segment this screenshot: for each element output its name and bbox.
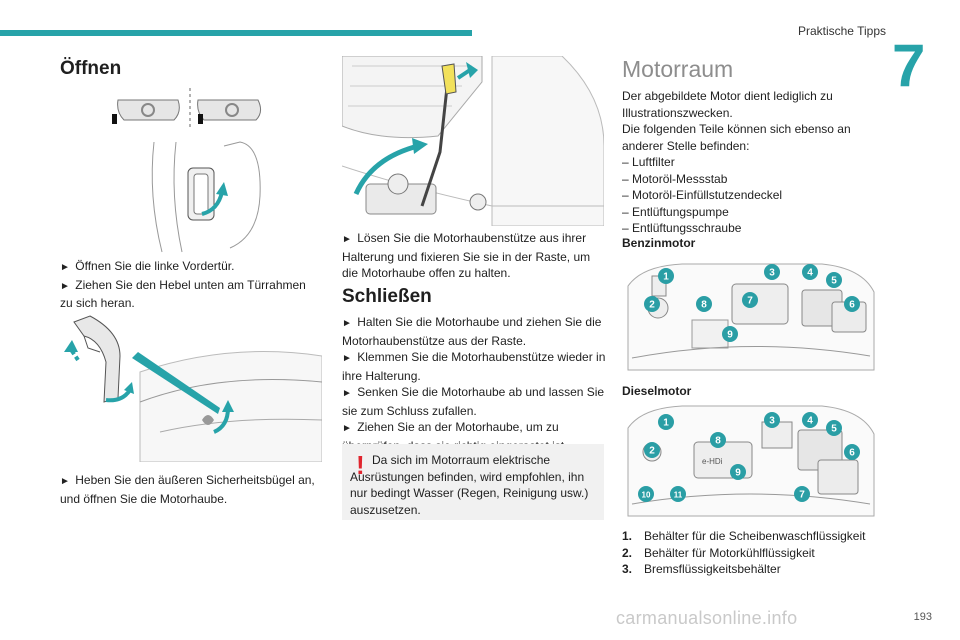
step-item: ► Ziehen Sie den Hebel unten am Türrahme… bbox=[60, 277, 306, 311]
callout-number: 10 bbox=[642, 491, 651, 500]
engine-badge-label: e-HDi bbox=[702, 457, 723, 466]
callout-marker bbox=[742, 292, 758, 308]
caution-box: ! Da sich im Motorraum elektrische Ausrü… bbox=[342, 444, 604, 520]
intro-text: Die folgenden Teile können sich ebenso a… bbox=[622, 122, 851, 153]
triangle-bullet-icon: ► bbox=[342, 423, 352, 434]
step-item: ► Lösen Sie die Motorhaubenstütze aus ih… bbox=[342, 231, 591, 280]
figure-hood-prop-rod bbox=[342, 56, 604, 226]
callout-marker bbox=[802, 412, 818, 428]
triangle-bullet-icon: ► bbox=[342, 353, 352, 364]
triangle-bullet-icon: ► bbox=[342, 388, 352, 399]
steering-wheel-icon bbox=[112, 99, 180, 124]
step-item: ► Heben Sie den äußeren Sicherheitsbügel… bbox=[60, 473, 315, 506]
step-item: ► Öffnen Sie die linke Vordertür. bbox=[60, 259, 235, 273]
callout-marker bbox=[826, 272, 842, 288]
step-item: ► Klemmen Sie die Motorhaubenstütze wied… bbox=[342, 350, 606, 383]
figure-interior-lever bbox=[90, 86, 310, 254]
figure-diesel-engine: e-HDi 1 2 3 4 5 6 7 8 9 10 11 bbox=[622, 404, 878, 522]
heading-engine-compartment: Motorraum bbox=[622, 56, 734, 82]
callout-marker bbox=[764, 264, 780, 280]
callout-marker bbox=[638, 486, 654, 502]
callout-number: 8 bbox=[701, 300, 707, 311]
callout-number: 1 bbox=[663, 272, 669, 283]
step-item: ► Halten Sie die Motorhaube und ziehen S… bbox=[342, 315, 602, 348]
callout-marker bbox=[764, 412, 780, 428]
callout-number: 6 bbox=[849, 300, 855, 311]
callout-number: 9 bbox=[735, 468, 741, 479]
callout-marker bbox=[730, 464, 746, 480]
warning-exclamation-icon: ! bbox=[356, 450, 365, 480]
legend-item: 1.Behälter für die Scheibenwaschflüssigk… bbox=[622, 529, 866, 543]
heading-closing: Schließen bbox=[342, 286, 432, 307]
triangle-bullet-icon: ► bbox=[342, 318, 352, 329]
caution-text: Da sich im Motorraum elektrische Ausrüst… bbox=[350, 453, 589, 517]
triangle-bullet-icon: ► bbox=[60, 476, 70, 487]
callout-marker bbox=[844, 296, 860, 312]
callout-number: 5 bbox=[831, 276, 837, 287]
callout-number: 9 bbox=[727, 330, 733, 341]
figure-hood-safety-catch bbox=[60, 312, 322, 462]
callout-number: 4 bbox=[807, 268, 813, 279]
triangle-bullet-icon: ► bbox=[342, 234, 352, 245]
step-item: ► Senken Sie die Motorhaube ab und lasse… bbox=[342, 385, 605, 418]
swing-arrow-icon bbox=[353, 143, 419, 196]
triangle-bullet-icon: ► bbox=[60, 262, 70, 273]
callout-number: 2 bbox=[649, 300, 655, 311]
legend-item: 2.Behälter für Motorkühlflüssigkeit bbox=[622, 545, 815, 560]
callout-marker bbox=[794, 486, 810, 502]
callout-number: 11 bbox=[674, 491, 683, 500]
list-item: – Motoröl-Einfüllstutzendeckel bbox=[622, 188, 783, 202]
list-item: – Luftfilter bbox=[622, 155, 675, 169]
page-number: 193 bbox=[913, 611, 932, 623]
callout-marker bbox=[710, 432, 726, 448]
callout-number: 1 bbox=[663, 418, 669, 429]
chapter-number: 7 bbox=[892, 32, 926, 99]
callout-marker bbox=[670, 486, 686, 502]
release-arrow-icon bbox=[456, 68, 472, 80]
watermark: carmanualsonline.info bbox=[616, 608, 798, 628]
callout-number: 8 bbox=[715, 436, 721, 447]
callout-number: 3 bbox=[769, 416, 775, 427]
intro-text: Der abgebildete Motor dient lediglich zu… bbox=[622, 89, 833, 120]
callout-number: 5 bbox=[831, 424, 837, 435]
legend-item: 3.Bremsflüssigkeitsbehälter bbox=[622, 562, 781, 576]
petrol-engine-heading: Benzinmotor bbox=[622, 236, 696, 250]
callout-marker bbox=[644, 442, 660, 458]
callout-marker bbox=[722, 326, 738, 342]
callout-number: 3 bbox=[769, 268, 775, 279]
lion-logo-icon bbox=[202, 415, 214, 425]
callout-number: 7 bbox=[747, 296, 753, 307]
list-item: – Entlüftungsschraube bbox=[622, 221, 742, 235]
callout-marker bbox=[658, 414, 674, 430]
list-item: – Motoröl-Messstab bbox=[622, 171, 728, 186]
callout-number: 6 bbox=[849, 448, 855, 459]
callout-number: 2 bbox=[649, 446, 655, 457]
section-title: Praktische Tipps bbox=[797, 24, 886, 38]
callout-marker bbox=[826, 420, 842, 436]
callout-marker bbox=[644, 296, 660, 312]
callout-marker bbox=[802, 264, 818, 280]
callout-number: 7 bbox=[799, 490, 805, 501]
list-item: – Entlüftungspumpe bbox=[622, 204, 729, 219]
figure-petrol-engine: 1 2 3 4 5 6 7 8 9 bbox=[622, 262, 878, 376]
callout-marker bbox=[844, 444, 860, 460]
heading-opening: Öffnen bbox=[60, 58, 122, 79]
diesel-engine-heading: Dieselmotor bbox=[622, 384, 692, 398]
callout-marker bbox=[696, 296, 712, 312]
header-accent-bar bbox=[0, 30, 472, 36]
steering-wheel-icon bbox=[197, 99, 262, 124]
open-arrow-icon bbox=[105, 388, 132, 403]
callout-marker bbox=[658, 268, 674, 284]
triangle-bullet-icon: ► bbox=[60, 280, 70, 292]
callout-number: 4 bbox=[807, 416, 813, 427]
